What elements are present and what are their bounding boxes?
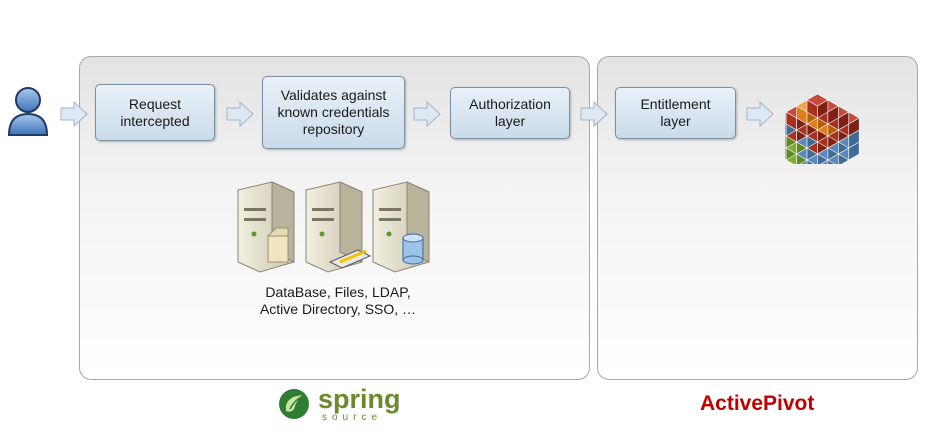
request-intercepted-box: Request intercepted: [95, 84, 215, 141]
arrow-icon: [580, 101, 608, 127]
arrow-icon: [60, 101, 88, 127]
activepivot-label: ActivePivot: [700, 392, 815, 415]
cube-block: [827, 105, 839, 125]
cube-icon: [785, 93, 860, 164]
user-icon: [7, 87, 49, 136]
spring-wordmark: spring: [318, 384, 401, 414]
server-icon: [305, 181, 372, 273]
authorization-layer-box: Authorization layer: [450, 87, 570, 139]
server-icon: [237, 181, 295, 273]
entitlement-layer-box: Entitlement layer: [615, 87, 736, 139]
spring-logo-icon: [279, 389, 309, 419]
cube-block: [817, 99, 829, 119]
arrow-icon: [746, 101, 774, 127]
repositories-caption: DataBase, Files, LDAP, Active Directory,…: [259, 284, 417, 317]
cube-block: [838, 111, 850, 131]
cube-block: [848, 117, 860, 137]
arrow-icon: [413, 101, 441, 127]
server-icon: [372, 181, 430, 273]
arrow-icon: [226, 101, 254, 127]
spring-subtitle: source: [322, 412, 383, 423]
validate-credentials-box: Validates against known credentials repo…: [262, 76, 405, 149]
